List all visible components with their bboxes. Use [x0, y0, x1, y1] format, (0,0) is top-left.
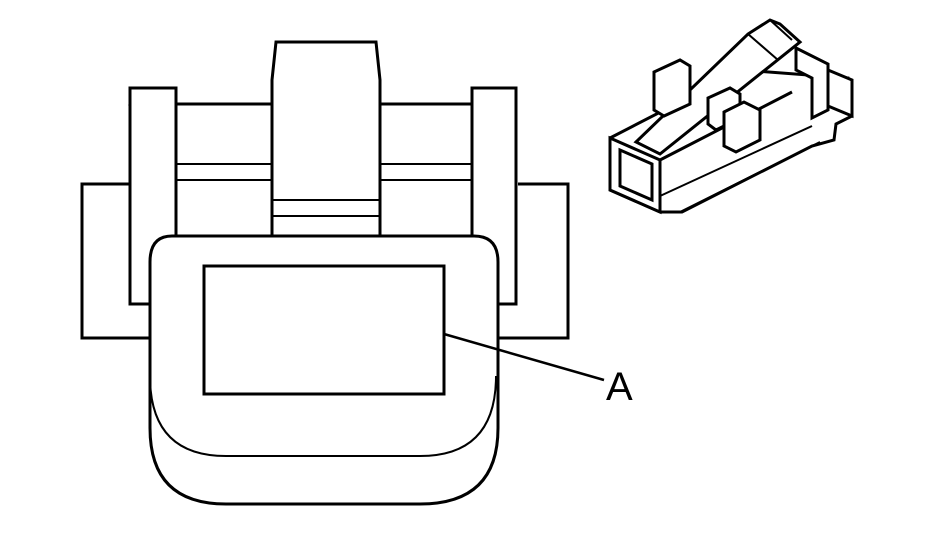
connector-isometric-view: [608, 18, 854, 215]
connector-front-view: [80, 40, 570, 506]
top-latch: [270, 40, 382, 238]
callout-label-a: A: [606, 365, 633, 409]
iso-opening: [618, 147, 654, 203]
callout-a: A: [443, 332, 633, 409]
terminal-cavity: [202, 264, 446, 396]
callout-leader-line: [443, 332, 605, 382]
